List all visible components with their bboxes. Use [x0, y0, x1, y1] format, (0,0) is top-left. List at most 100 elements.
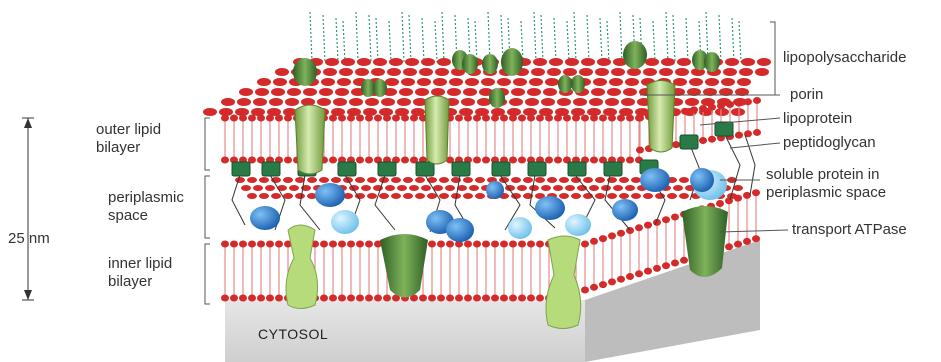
lipid-head — [531, 68, 545, 76]
lipid-head — [699, 105, 707, 112]
lipid-head — [338, 295, 346, 302]
lps-chain — [719, 15, 721, 62]
lipid-head — [595, 193, 605, 199]
lipid-head — [266, 295, 274, 302]
lipid-head — [239, 88, 253, 96]
lipid-head — [671, 260, 679, 267]
lipid-head — [623, 88, 637, 96]
lipid-head — [464, 295, 472, 302]
lipid-head — [565, 58, 579, 66]
lipid-head — [464, 115, 472, 122]
lipid-head — [289, 185, 299, 191]
lipid-head — [509, 157, 517, 164]
lipid-head — [463, 88, 477, 96]
lipid-head — [557, 98, 571, 106]
lipid-head — [338, 115, 346, 122]
lipid-head — [541, 98, 555, 106]
lipid-head — [619, 177, 629, 183]
lipid-head — [572, 115, 580, 122]
lipid-head — [230, 115, 238, 122]
lipid-head — [321, 78, 335, 86]
lipid-head — [590, 157, 598, 164]
lipid-head — [283, 177, 293, 183]
lps-chain — [402, 12, 404, 62]
lipid-head — [461, 98, 475, 106]
lps-chain — [739, 21, 741, 62]
lipid-head — [739, 68, 753, 76]
lipid-head — [599, 115, 607, 122]
lipid-head — [619, 193, 629, 199]
lipid-head — [463, 177, 473, 183]
lipid-head — [573, 98, 587, 106]
lipid-head — [607, 88, 621, 96]
lipid-head — [741, 58, 755, 66]
lipid-head — [397, 185, 407, 191]
lipid-head — [303, 88, 317, 96]
lipid-head — [320, 295, 328, 302]
lipid-head — [473, 295, 481, 302]
lipid-head — [536, 241, 544, 248]
lipid-head — [455, 295, 463, 302]
lipid-head — [421, 185, 431, 191]
lps-chain — [442, 12, 444, 62]
lipid-head — [635, 270, 643, 277]
lipid-head — [662, 262, 670, 269]
lipid-head — [235, 177, 245, 183]
lipid-head — [571, 193, 581, 199]
lipid-head — [513, 78, 527, 86]
lipid-head — [673, 185, 683, 191]
lipid-head — [617, 276, 625, 283]
lps-chain — [534, 12, 536, 62]
lipid-head — [499, 177, 509, 183]
lipid-head — [284, 157, 292, 164]
lipid-head — [259, 177, 269, 183]
lipid-head — [755, 68, 769, 76]
lipid-head — [403, 68, 417, 76]
lipid-head — [349, 98, 363, 106]
lipid-head — [401, 78, 415, 86]
lipid-head — [248, 295, 256, 302]
lipid-head — [417, 78, 431, 86]
lipid-head — [547, 68, 561, 76]
lps-chain — [666, 12, 668, 62]
lipid-head — [247, 177, 257, 183]
lipid-head — [679, 193, 689, 199]
lipid-head — [511, 177, 521, 183]
lipid-head — [726, 101, 734, 108]
lipid-head — [579, 68, 593, 76]
lps-chain — [574, 12, 576, 62]
lps-chain — [422, 18, 424, 62]
lipid-head — [409, 185, 419, 191]
lipid-head — [385, 185, 395, 191]
scale-bar — [22, 118, 34, 300]
lipid-head — [475, 193, 485, 199]
lipid-head — [554, 115, 562, 122]
lipid-head — [271, 193, 281, 199]
lipid-head — [509, 295, 517, 302]
lipid-head — [284, 115, 292, 122]
lipid-head — [269, 98, 283, 106]
lipid-head — [497, 78, 511, 86]
lipid-head — [523, 177, 533, 183]
lipid-head — [518, 241, 526, 248]
label-transport-atpase: transport ATPase — [792, 221, 907, 239]
lipid-head — [644, 222, 652, 229]
lipid-head — [753, 97, 761, 104]
lipid-head — [563, 68, 577, 76]
lipid-head — [613, 185, 623, 191]
lipid-head — [275, 115, 283, 122]
lipid-head — [355, 177, 365, 183]
lipid-head — [527, 115, 535, 122]
lipid-head — [553, 185, 563, 191]
lipid-head — [356, 295, 364, 302]
label-peptidoglycan: peptidoglycan — [783, 134, 876, 152]
lipid-head — [482, 295, 490, 302]
lipid-head — [605, 98, 619, 106]
lipid-head — [677, 58, 691, 66]
lipid-head — [433, 78, 447, 86]
lipid-head — [482, 241, 490, 248]
lps-chain — [567, 21, 569, 62]
lipid-head — [365, 295, 373, 302]
lipid-head — [403, 193, 413, 199]
lipid-head — [525, 98, 539, 106]
